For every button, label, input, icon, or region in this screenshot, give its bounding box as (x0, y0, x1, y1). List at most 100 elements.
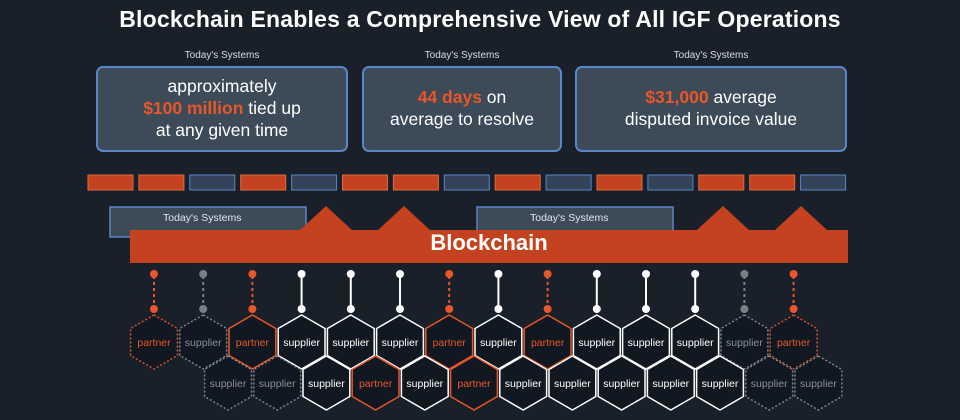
connector-dot (297, 305, 306, 313)
page-title: Blockchain Enables a Comprehensive View … (119, 6, 841, 32)
partner-hex (769, 314, 818, 370)
supplier-hex (499, 355, 548, 411)
connector-dot (789, 305, 798, 313)
supplier-label: supplier (800, 378, 837, 390)
supplier-label: supplier (628, 337, 665, 349)
supplier-label: supplier (652, 378, 689, 390)
partner-label: partner (531, 337, 565, 349)
supplier-label: supplier (406, 378, 443, 390)
supplier-label: supplier (308, 378, 345, 390)
partner-label: partner (777, 337, 811, 349)
supplier-hex (302, 355, 351, 411)
supplier-hex (720, 314, 769, 370)
strip-block (647, 174, 694, 191)
connector-dot (445, 270, 454, 278)
connector-dot (494, 270, 503, 278)
supplier-label: supplier (603, 378, 640, 390)
supplier-label: supplier (283, 337, 320, 349)
strip-block (749, 174, 796, 191)
supplier-label: supplier (554, 378, 591, 390)
stat-card-funds: approximately $100 million tied up at an… (96, 66, 348, 152)
supplier-label: supplier (726, 337, 763, 349)
connector-dot (642, 270, 650, 278)
strip-block (240, 174, 287, 191)
supplier-label: supplier (751, 378, 788, 390)
connector-dot (691, 270, 700, 278)
supplier-hex (597, 355, 646, 411)
connector-dot (740, 270, 749, 278)
today-systems-label: Today's Systems (163, 212, 242, 224)
connector-dot (248, 305, 257, 313)
connector-dot (150, 270, 158, 278)
supplier-hex (203, 355, 253, 411)
partner-label: partner (433, 337, 467, 349)
card-line: approximately (167, 76, 277, 97)
strip-block (291, 174, 338, 191)
supplier-label: supplier (480, 337, 517, 349)
partner-label: partner (359, 378, 393, 390)
card-header-2: Today's Systems (424, 50, 500, 61)
connector-dot (789, 270, 798, 278)
supplier-hex (253, 355, 302, 411)
partner-hex (228, 314, 277, 370)
strip-block (392, 174, 439, 191)
transaction-strip (87, 174, 847, 191)
card-text: average (708, 87, 777, 108)
supplier-hex (326, 314, 375, 370)
supplier-hex (474, 314, 523, 370)
blockchain-label: Blockchain (430, 230, 548, 255)
supplier-label: supplier (259, 378, 296, 390)
card-line: average to resolve (390, 109, 534, 129)
supplier-label: supplier (505, 378, 542, 390)
connector-dot (396, 270, 404, 278)
card-header-3: Today's Systems (673, 50, 749, 61)
supplier-hex (375, 314, 425, 370)
supplier-hex (548, 355, 597, 411)
supplier-hex (179, 314, 228, 370)
network-hexes: partner supplier partner supplier supplier su… (129, 314, 843, 411)
supplier-hex (646, 355, 695, 411)
partner-label: partner (236, 337, 270, 349)
supplier-label: supplier (382, 337, 419, 349)
partner-label: partner (457, 378, 491, 390)
connector-dot (297, 270, 306, 278)
supplier-label: supplier (332, 337, 369, 349)
connector-dot (248, 270, 257, 278)
supplier-label: supplier (578, 337, 615, 349)
supplier-label: supplier (210, 378, 247, 390)
connector-dot (346, 270, 355, 278)
card-line: 44 days on (418, 87, 507, 109)
stat-card-invoice: $31,000 average disputed invoice value (575, 66, 847, 152)
connector-dot (592, 305, 601, 313)
connector-dot (740, 305, 749, 313)
card-header-1: Today's Systems (184, 50, 260, 61)
stat-highlight: 44 days (417, 87, 482, 108)
connectors (150, 270, 798, 313)
supplier-hex (794, 355, 843, 411)
supplier-label: supplier (185, 337, 222, 349)
strip-block (494, 174, 541, 191)
card-line: $100 million tied up (143, 98, 301, 120)
supplier-hex (400, 355, 449, 411)
strip-block (138, 174, 185, 191)
strip-block (443, 174, 490, 191)
supplier-hex (277, 314, 326, 370)
partner-hex (523, 314, 572, 370)
partner-hex (449, 355, 499, 411)
supplier-hex (695, 355, 745, 411)
partner-hex (425, 314, 474, 370)
connector-dot (592, 270, 601, 278)
connector-dot (445, 305, 454, 313)
connector-dot (543, 305, 552, 313)
card-text: tied up (243, 98, 301, 119)
connector-dot (199, 305, 208, 313)
connector-dot (199, 270, 208, 278)
strip-block (800, 174, 847, 191)
stat-card-days: 44 days on average to resolve (362, 66, 562, 152)
strip-block (189, 174, 236, 191)
card-line: disputed invoice value (624, 109, 798, 129)
strip-block (596, 174, 643, 191)
card-line: at any given time (155, 119, 289, 140)
supplier-hex (621, 314, 671, 370)
